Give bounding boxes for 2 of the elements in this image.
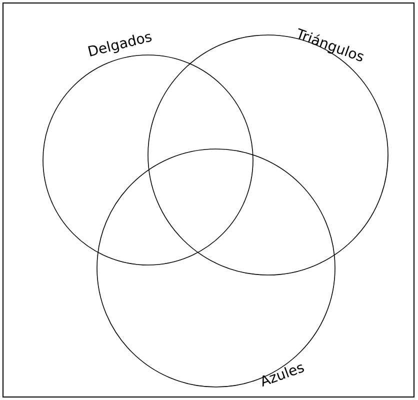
set-label: Azules (262, 364, 304, 387)
set-label: Delgados (88, 34, 152, 56)
